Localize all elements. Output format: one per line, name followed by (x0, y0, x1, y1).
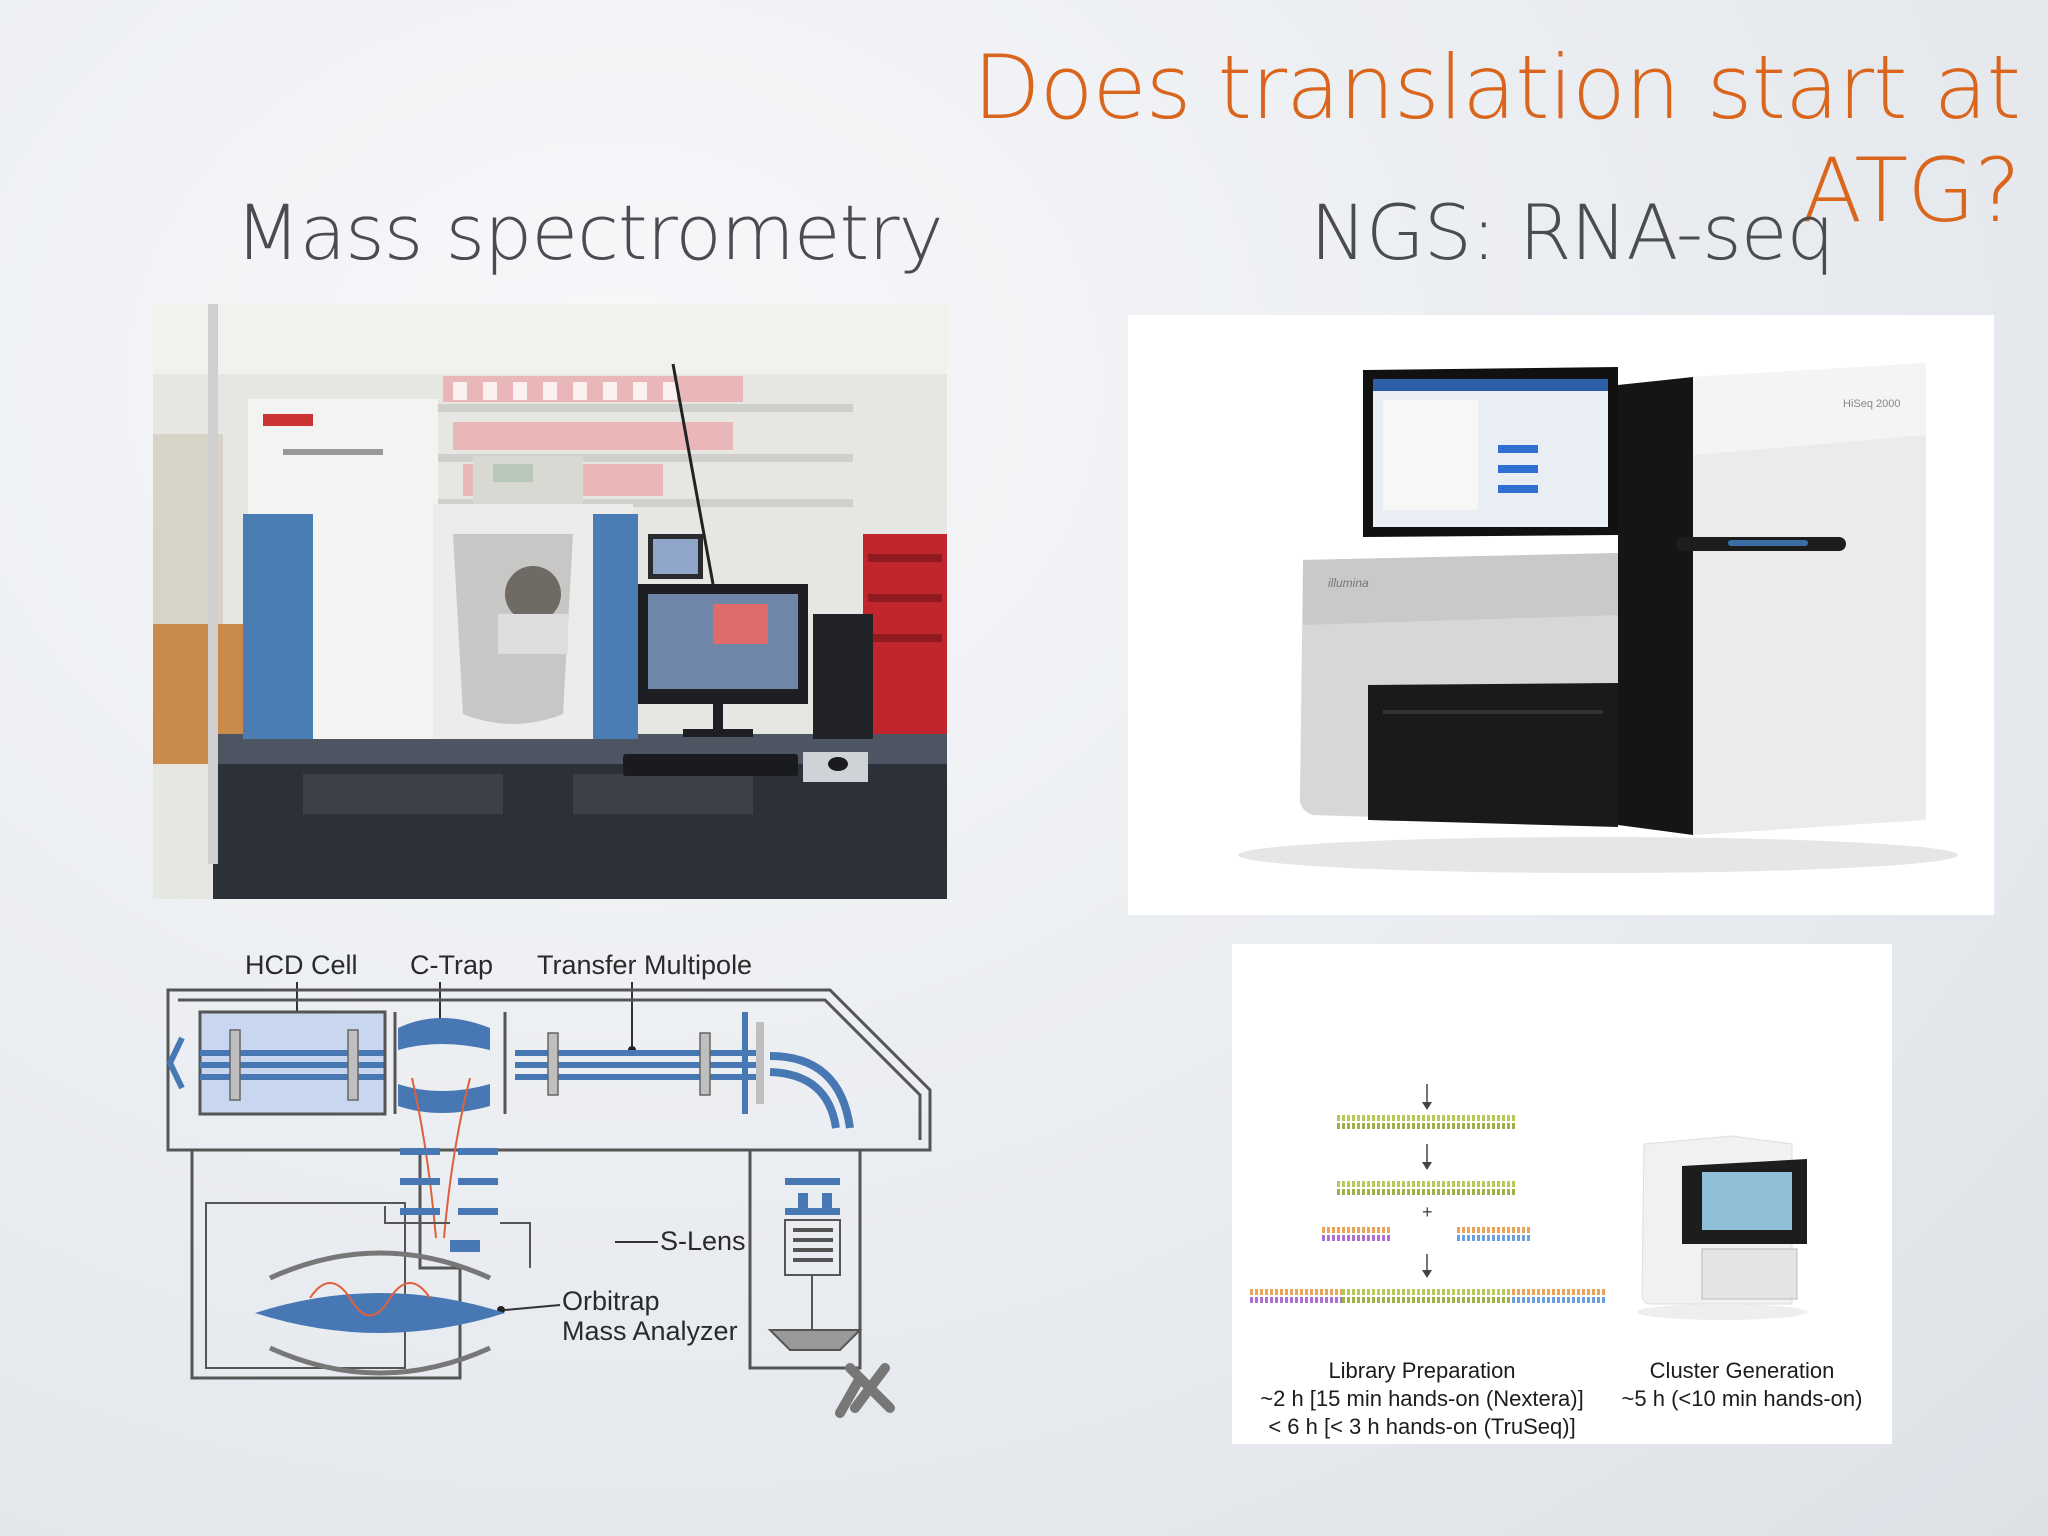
sequencer-photo: illumina HiSeq 2000 (1128, 315, 1994, 915)
orbitrap-label: Orbitrap (562, 1286, 660, 1316)
mass-spectrometer-photo (153, 304, 947, 899)
cluster-generation-title: Cluster Generation (1650, 1358, 1835, 1383)
cluster-instrument-photo (1637, 1135, 1807, 1320)
s-lens-label: S-Lens (660, 1226, 746, 1256)
svg-text:HiSeq 2000: HiSeq 2000 (1843, 398, 1901, 410)
transfer-multipole-label: Transfer Multipole (537, 950, 752, 980)
ngs-workflow-panel: + (1232, 944, 1892, 1444)
library-prep-time-nextera: ~2 h [15 min hands-on (Nextera)] (1260, 1386, 1583, 1411)
slide-title: Does translation start at ATG? (972, 36, 2021, 242)
svg-text:+: + (1422, 1202, 1433, 1222)
library-prep-schematic: + (1250, 1084, 1607, 1303)
hcd-cell-label: HCD Cell (245, 950, 358, 980)
mass-spectrometry-heading: Mass spectrometry (235, 188, 944, 277)
orbitrap-schematic: HCD Cell C-Trap Transfer Multipole S-Len… (160, 938, 940, 1438)
c-trap-label: C-Trap (410, 950, 493, 980)
library-prep-time-truseq: < 6 h [< 3 h hands-on (TruSeq)] (1268, 1414, 1575, 1439)
svg-text:illumina: illumina (1328, 576, 1369, 590)
ngs-rna-seq-heading: NGS: RNA-seq (1310, 188, 1835, 277)
library-prep-title: Library Preparation (1328, 1358, 1515, 1383)
mass-analyzer-label: Mass Analyzer (562, 1316, 738, 1346)
cluster-generation-time: ~5 h (<10 min hands-on) (1622, 1386, 1863, 1411)
